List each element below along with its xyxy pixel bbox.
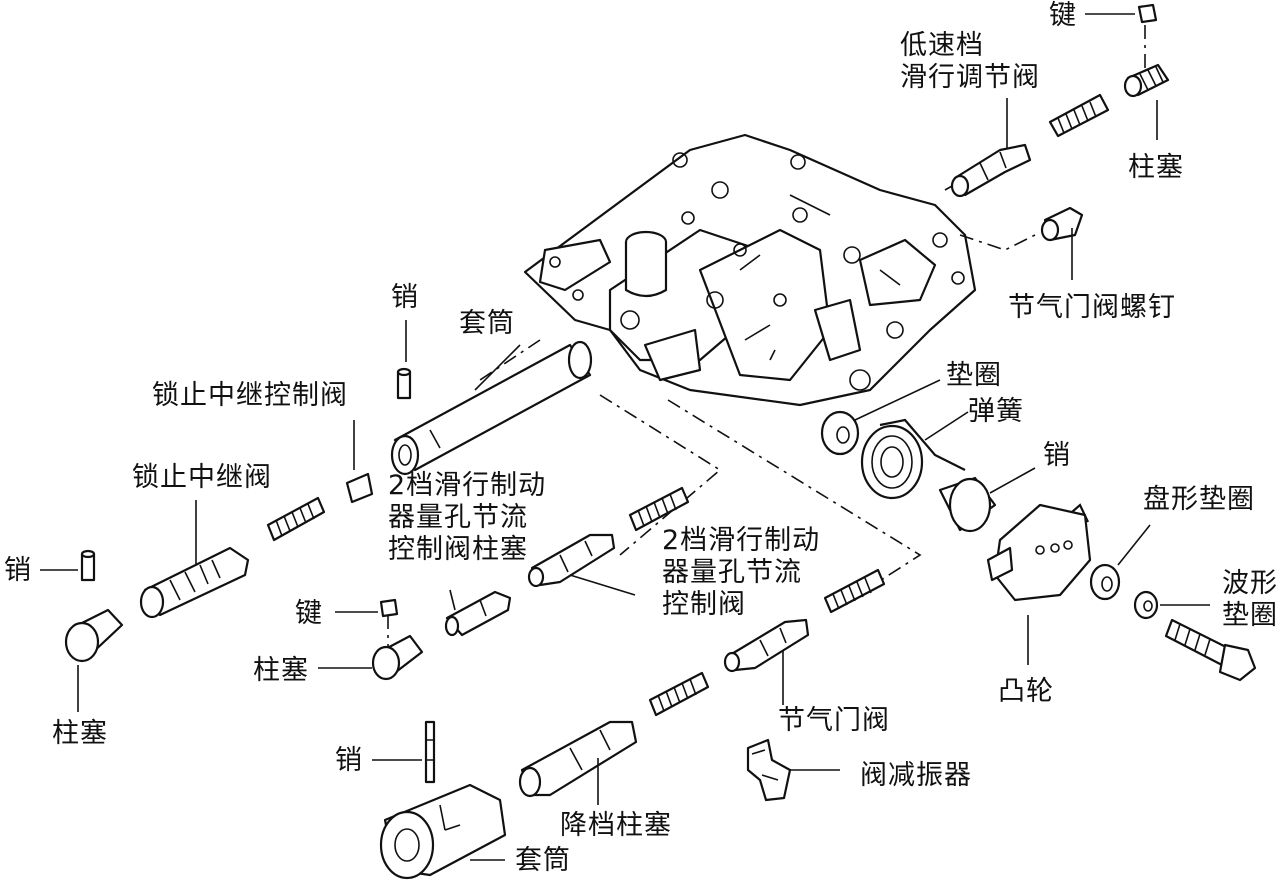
label-pin-upper: 销 [391, 282, 419, 313]
valve-damper-icon [746, 738, 792, 802]
lockup-control-valve-icon [345, 472, 374, 504]
label-pin-bottom: 销 [335, 745, 363, 776]
throttle-valve-icon [723, 618, 810, 673]
spring-lower-right-icon [823, 568, 886, 614]
cam-icon [986, 503, 1092, 602]
label-wave-washer-line2: 垫圈 [1222, 600, 1278, 631]
kickdown-plunger-icon [518, 720, 638, 798]
label-wave-washer-line1: 波形 [1222, 568, 1278, 599]
label-second-orifice-plunger-line3: 控制阀柱塞 [388, 534, 528, 565]
key-mid-icon [379, 598, 399, 618]
label-key-mid: 键 [295, 598, 323, 629]
spring-left-upper-icon [266, 496, 326, 542]
label-second-orifice-valve-line2: 器量孔节流 [662, 557, 802, 588]
label-pin-left: 销 [4, 555, 32, 586]
spring-mid-upper-icon [628, 486, 690, 532]
spring-lower-mid-icon [648, 671, 710, 717]
throttle-screw-icon [1040, 206, 1084, 242]
label-kickdown-plunger: 降档柱塞 [560, 810, 672, 841]
label-cam: 凸轮 [998, 676, 1054, 707]
label-lockup-relay-control: 锁止中继控制阀 [152, 380, 348, 411]
label-washer: 垫圈 [946, 360, 1002, 391]
disc-washer-icon [1089, 563, 1121, 601]
label-key-top: 键 [1049, 0, 1077, 31]
label-valve-damper: 阀减振器 [860, 760, 972, 791]
key-top-icon [1137, 3, 1158, 24]
label-second-orifice-valve-line1: 2档滑行制动 [662, 525, 821, 556]
plunger-top-icon [1123, 63, 1170, 98]
lockup-relay-valve-icon [139, 546, 250, 619]
label-second-orifice-plunger-line2: 器量孔节流 [388, 502, 528, 533]
sleeve-upper-icon [390, 340, 593, 476]
cam-bolt-icon [1164, 618, 1257, 682]
valve-body-icon [523, 133, 977, 407]
label-plunger-left: 柱塞 [52, 718, 108, 749]
label-plunger-mid: 柱塞 [253, 655, 309, 686]
label-second-orifice-valve: 2档滑行制动 器量孔节流 控制阀 [662, 525, 820, 621]
plunger-mid-icon [371, 634, 424, 681]
wave-washer-icon [1133, 590, 1159, 620]
label-low-slide-valve-line2: 滑行调节阀 [900, 62, 1040, 93]
orifice-valve-icon [527, 533, 616, 588]
pin-bottom-icon [424, 720, 436, 784]
spring-coil-icon [860, 418, 966, 500]
label-lockup-relay-valve: 锁止中继阀 [132, 462, 272, 493]
label-second-orifice-plunger: 2档滑行制动 器量孔节流 控制阀柱塞 [388, 470, 546, 566]
label-spring: 弹簧 [968, 396, 1024, 427]
label-low-slide-valve: 低速档 滑行调节阀 [900, 30, 1040, 94]
plunger-left-icon [64, 608, 124, 663]
leader-lines [40, 13, 1210, 861]
label-sleeve-bottom: 套筒 [515, 845, 571, 876]
label-plunger-top: 柱塞 [1128, 152, 1184, 183]
pin-left-icon [80, 549, 96, 582]
sleeve-bottom-icon [379, 783, 507, 880]
label-disc-washer: 盘形垫圈 [1143, 484, 1255, 515]
pin-right-icon [938, 476, 997, 533]
label-second-orifice-plunger-line1: 2档滑行制动 [388, 470, 547, 501]
label-second-orifice-valve-line3: 控制阀 [662, 589, 746, 620]
label-low-slide-valve-line1: 低速档 [900, 30, 984, 61]
label-pin-right: 销 [1043, 440, 1071, 471]
label-sleeve-upper: 套筒 [459, 308, 515, 339]
label-throttle-screw: 节气门阀螺钉 [1008, 292, 1176, 323]
spring-top-icon [1048, 93, 1110, 138]
orifice-plunger-icon [444, 590, 512, 637]
low-slide-valve-icon [950, 143, 1032, 198]
pin-upper-icon [396, 367, 412, 400]
washer-icon [820, 410, 860, 456]
label-wave-washer: 波形 垫圈 [1222, 568, 1278, 632]
label-throttle-valve: 节气门阀 [778, 705, 890, 736]
